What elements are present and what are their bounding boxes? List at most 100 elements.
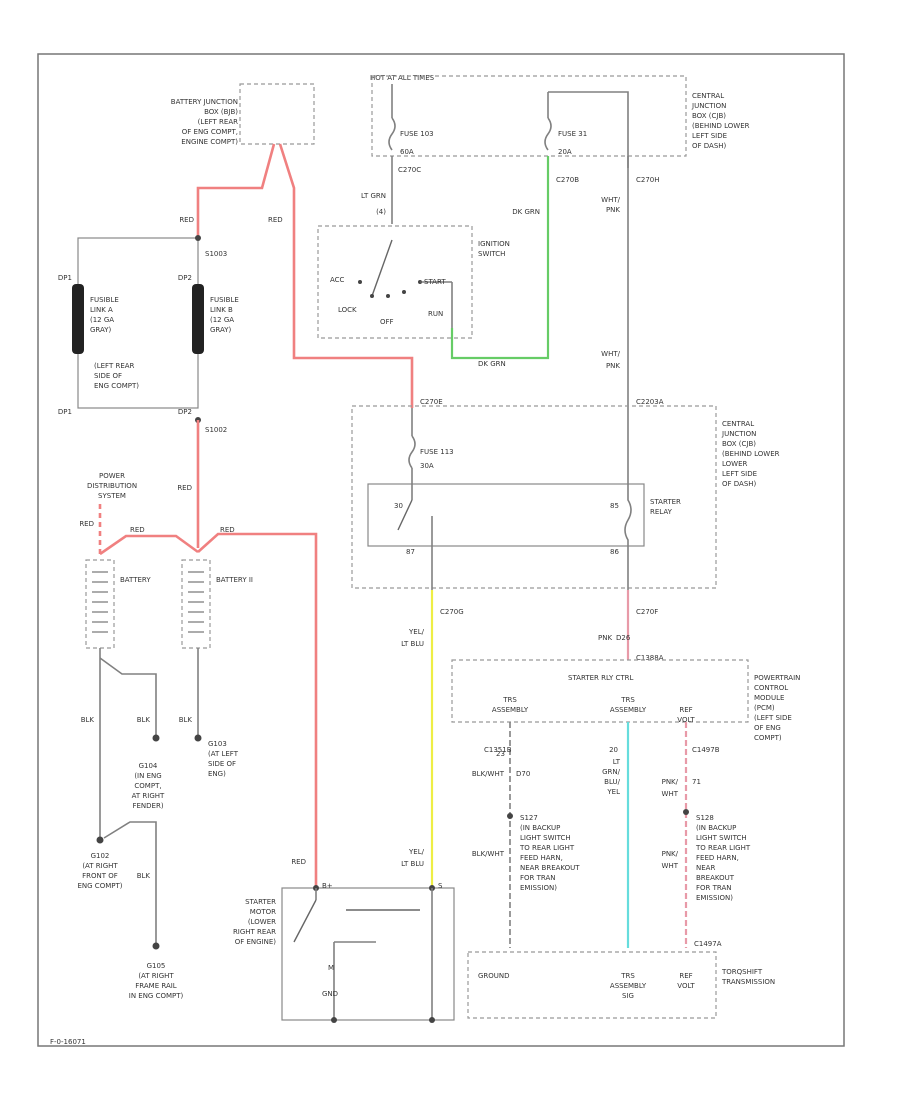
ground-point-g103 <box>194 734 202 742</box>
pcm-title: STARTER RLY CTRL <box>568 674 633 682</box>
cjb-top-line-6: OF DASH) <box>692 142 727 150</box>
fuse-31-rating: 20A <box>558 148 572 156</box>
central-junction-mid-box <box>351 405 717 589</box>
fusible-location-3: ENG COMPT) <box>94 382 139 390</box>
wire-label-lt-grn-pin: (4) <box>376 208 386 216</box>
g103-line-2: (AT LEFT <box>208 750 239 758</box>
fusible-a-line-3: (12 GA <box>90 316 114 324</box>
s128-line-1: S128 <box>696 814 714 822</box>
s127-line-7: FOR TRAN <box>520 874 556 882</box>
starter-ground: GND <box>322 990 338 998</box>
ignition-lock <box>386 294 390 298</box>
fuse-103-label: FUSE 103 <box>400 130 434 138</box>
fuse-113-symbol <box>408 435 416 469</box>
g103-line-1: G103 <box>208 740 227 748</box>
wire-label-yel-1a: YEL/ <box>408 628 425 636</box>
fusible-b-pin-top: DP2 <box>178 274 192 282</box>
relay-coil <box>624 408 632 590</box>
wire-label-cyan-1: LT <box>613 758 621 766</box>
connector-c270f: C270F <box>636 608 658 616</box>
fuse-103-symbol <box>388 117 396 151</box>
wire-label-blk-2: BLK <box>137 716 151 724</box>
starter-line-5: OF ENGINE) <box>235 938 277 946</box>
central-junction-top-box <box>371 75 687 157</box>
pcm-trs-a-2: ASSEMBLY <box>492 706 529 714</box>
ignition-acc <box>358 280 362 284</box>
wire-label-yel-1b: LT BLU <box>401 640 424 648</box>
relay-pin-87: 87 <box>406 548 415 556</box>
ignition-switch-name-2: SWITCH <box>478 250 505 258</box>
s127-line-2: (IN BACKUP <box>520 824 560 832</box>
starter-relay-box <box>367 483 645 547</box>
s128-line-2: (IN BACKUP <box>696 824 736 832</box>
connector-c1351b: C1351B <box>484 746 512 754</box>
wire-label-blk-4: BLK <box>137 872 151 880</box>
cjb-top-line-2: JUNCTION <box>691 102 726 110</box>
fusible-a-pin-bottom: DP1 <box>58 408 72 416</box>
trans-ref-1: REF <box>679 972 692 980</box>
cjb-top-line-4: (BEHIND LOWER <box>692 122 750 130</box>
ground-point-g104 <box>152 734 160 742</box>
starter-line-4: RIGHT REAR <box>233 928 276 936</box>
s127-line-4: TO REAR LIGHT <box>519 844 575 852</box>
battery-junction-label: BATTERY JUNCTION BOX (BJB) (LEFT REAR OF… <box>171 98 238 146</box>
s128-line-3: LIGHT SWITCH <box>696 834 747 842</box>
bjb-line-2: BOX (BJB) <box>204 108 238 116</box>
g104-line-4: AT RIGHT <box>132 792 165 800</box>
connector-c270b: C270B <box>556 176 579 184</box>
splice-label-s1002: S1002 <box>205 426 227 434</box>
starter-bottom-left <box>331 1017 337 1023</box>
wire-label-blk-wht-code: D70 <box>516 770 530 778</box>
footer-code: F-0-16071 <box>50 1038 86 1046</box>
wire-label-cyan-2: GRN/ <box>602 768 621 776</box>
trans-ref-2: VOLT <box>677 982 695 990</box>
wire-label-red-2: RED <box>268 216 283 224</box>
battery-2-label: BATTERY II <box>216 576 253 584</box>
g105-line-1: G105 <box>147 962 166 970</box>
splice-label-s1003: S1003 <box>205 250 227 258</box>
fusible-link-a <box>72 284 84 354</box>
cjb-top-line-5: LEFT SIDE <box>692 132 727 140</box>
g102-line-4: ENG COMPT) <box>78 882 123 890</box>
trans-name-1: TORQSHIFT <box>721 968 763 976</box>
s128-line-9: EMISSION) <box>696 894 733 902</box>
relay-pin-86: 86 <box>610 548 619 556</box>
wire-label-pnk-wht-1a: PNK/ <box>662 778 679 786</box>
fuse-31-label: FUSE 31 <box>558 130 587 138</box>
s128-line-6: NEAR <box>696 864 715 872</box>
s128-line-5: FEED HARN, <box>696 854 739 862</box>
fusible-location-1: (LEFT REAR <box>94 362 135 370</box>
splice-s127 <box>507 813 513 819</box>
g105-line-2: (AT RIGHT <box>138 972 174 980</box>
pcm-line-1: POWERTRAIN <box>754 674 800 682</box>
diagram-frame <box>37 53 845 1047</box>
wire-label-pnk: PNK <box>598 634 612 642</box>
fusible-a-line-4: GRAY) <box>90 326 112 334</box>
g104-line-1: G104 <box>139 762 158 770</box>
trans-trs-1: TRS <box>620 972 635 980</box>
wire-label-red-4: RED <box>79 520 94 528</box>
fusible-b-line-1: FUSIBLE <box>210 296 239 304</box>
g102-line-2: (AT RIGHT <box>82 862 118 870</box>
fusible-a-pin-top: DP1 <box>58 274 72 282</box>
fusible-a-line-1: FUSIBLE <box>90 296 119 304</box>
ignition-pole <box>370 294 374 298</box>
starter-armature <box>333 941 376 1020</box>
cjb-mid-line-6: LEFT SIDE <box>722 470 757 478</box>
wire-label-ref-pin: 71 <box>692 778 701 786</box>
ground-point-g105 <box>152 942 160 950</box>
fusible-a-line-2: LINK A <box>90 306 113 314</box>
trans-name-2: TRANSMISSION <box>721 978 775 986</box>
central-junction-top-label: CENTRAL JUNCTION BOX (CJB) (BEHIND LOWER… <box>691 92 750 150</box>
connector-c270e: C270E <box>420 398 443 406</box>
bjb-line-4: OF ENG COMPT, <box>182 128 238 136</box>
fusible-b-line-4: GRAY) <box>210 326 232 334</box>
cjb-mid-line-5: LOWER <box>722 460 748 468</box>
pcm-line-7: COMPT) <box>754 734 782 742</box>
bjb-line-5: ENGINE COMPT) <box>181 138 238 146</box>
wire-label-wht-pnk-2a: WHT/ <box>601 350 620 358</box>
pcm-label: POWERTRAIN CONTROL MODULE (PCM) (LEFT SI… <box>754 674 800 742</box>
power-dist-3: SYSTEM <box>98 492 126 500</box>
g105-line-4: IN ENG COMPT) <box>129 992 184 1000</box>
